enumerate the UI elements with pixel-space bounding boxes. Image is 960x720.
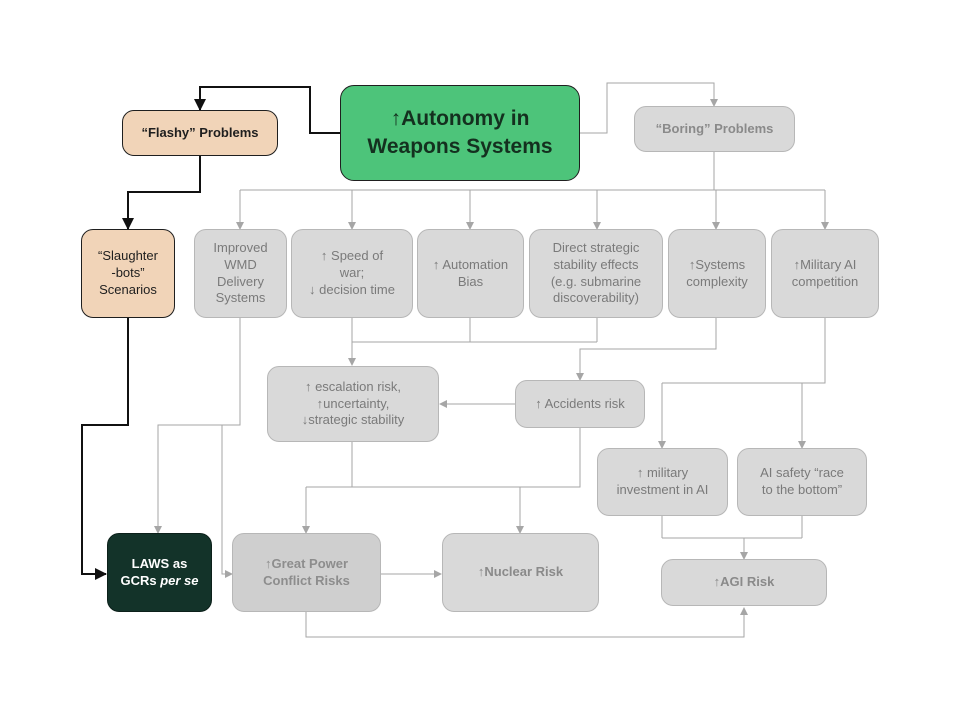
laws-gcr-italic-label: per se	[160, 572, 199, 588]
arrow-wmd-to-laws	[154, 318, 241, 534]
accidents-risk-node[interactable]: ↑ Accidents risk	[515, 380, 645, 428]
line-military-ai-down	[662, 318, 826, 384]
laws-gcr-label: LAWS as GCRs	[120, 555, 188, 588]
arrow-accidents-to-nuclear	[516, 428, 581, 534]
autonomy-node[interactable]: ↑Autonomy in Weapons Systems	[340, 85, 580, 181]
escalation-risk-node[interactable]: ↑ escalation risk, ↑uncertainty, ↓strate…	[267, 366, 439, 442]
speed-of-war-node[interactable]: ↑ Speed of war; ↓ decision time	[291, 229, 413, 318]
great-power-conflict-node[interactable]: ↑Great Power Conflict Risks	[232, 533, 381, 612]
arrow-complexity-to-accidents	[576, 318, 717, 381]
arrow-great-power-to-agi	[305, 607, 748, 638]
laws-gcr-node[interactable]: LAWS as GCRs per se	[107, 533, 212, 612]
slaughterbots-node[interactable]: “Slaughter -bots” Scenarios	[81, 229, 175, 318]
military-investment-node[interactable]: ↑ military investment in AI	[597, 448, 728, 516]
wmd-delivery-node[interactable]: Improved WMD Delivery Systems	[194, 229, 287, 318]
line-escalation-down	[306, 442, 353, 488]
race-to-bottom-node[interactable]: AI safety “race to the bottom”	[737, 448, 867, 516]
systems-complexity-node[interactable]: ↑Systems complexity	[668, 229, 766, 318]
arrow-autonomy-to-flashy	[194, 86, 340, 134]
arrow-flashy-to-slaughterbots	[122, 156, 201, 230]
arrow-slaughterbots-to-laws	[81, 318, 129, 580]
military-ai-competition-node[interactable]: ↑Military AI competition	[771, 229, 879, 318]
nuclear-risk-node[interactable]: ↑Nuclear Risk	[442, 533, 599, 612]
agi-risk-node[interactable]: ↑AGI Risk	[661, 559, 827, 606]
boring-problems-node[interactable]: “Boring” Problems	[634, 106, 795, 152]
automation-bias-node[interactable]: ↑ Automation Bias	[417, 229, 524, 318]
arrow-wmd-to-great-power	[221, 425, 233, 578]
arrow-autonomy-to-boring	[580, 82, 718, 134]
strategic-stability-node[interactable]: Direct strategic stability effects (e.g.…	[529, 229, 663, 318]
flashy-problems-node[interactable]: “Flashy” Problems	[122, 110, 278, 156]
